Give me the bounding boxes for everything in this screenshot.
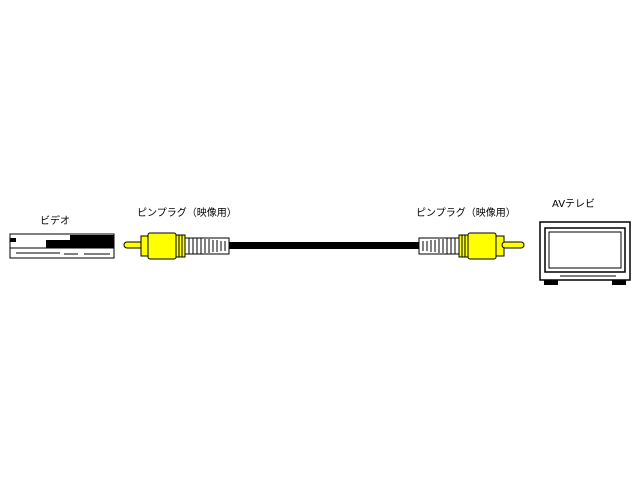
rca-plug-right <box>418 232 525 260</box>
cable <box>229 242 419 249</box>
strain-relief-left <box>184 237 230 255</box>
video-deck <box>9 233 115 259</box>
pin-plug-label-left: ピンプラグ（映像用） <box>137 208 237 219</box>
strain-relief-right <box>418 237 460 255</box>
rca-plug-left <box>123 232 230 260</box>
av-tv-label: AVテレビ <box>552 199 596 210</box>
av-tv <box>539 221 631 285</box>
video-label: ビデオ <box>40 216 70 227</box>
pin-plug-label-right: ピンプラグ（映像用） <box>416 208 516 219</box>
